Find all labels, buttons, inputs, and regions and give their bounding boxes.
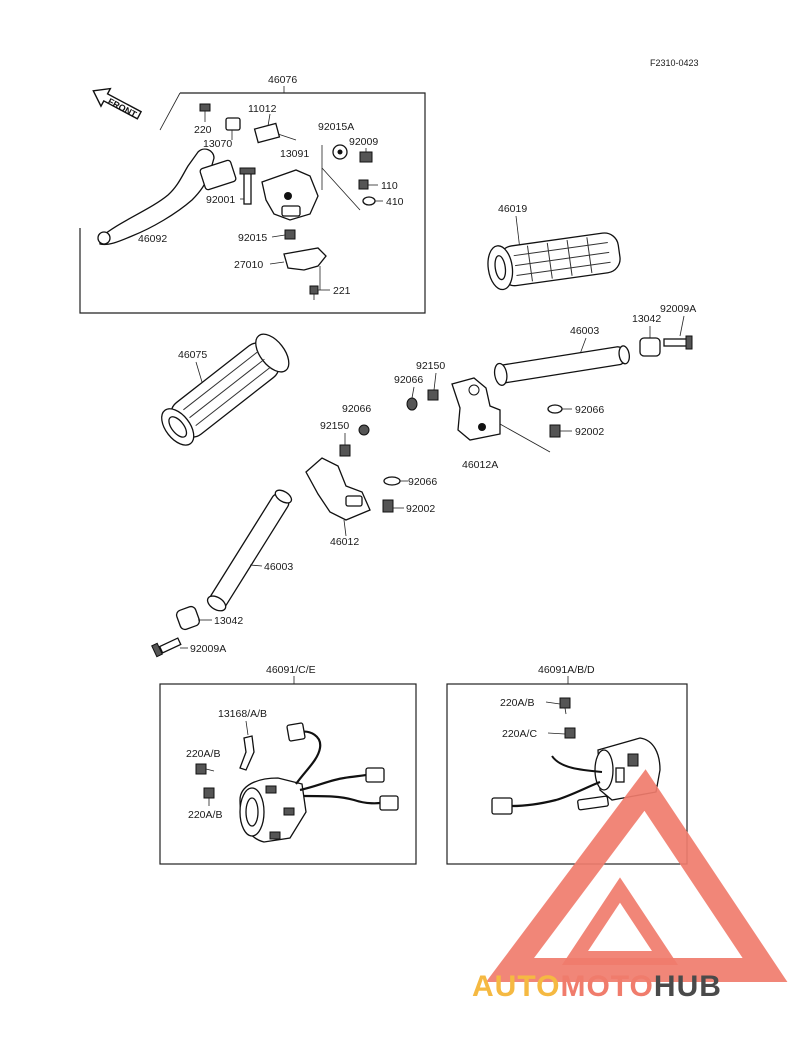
left-handlebar-part — [206, 489, 293, 612]
label-110: 110 — [381, 180, 398, 192]
left-grip-part — [161, 333, 290, 446]
label-13091: 13091 — [280, 148, 309, 160]
label-92066-a: 92066 — [394, 374, 423, 386]
label-92002-mid: 92002 — [406, 503, 435, 515]
label-13070: 13070 — [203, 138, 232, 150]
label-220AC: 220A/C — [502, 728, 537, 740]
label-27010: 27010 — [234, 259, 263, 271]
left-switch-frame — [159, 683, 417, 865]
left-holder-part — [305, 457, 371, 521]
watermark-moto: MOTO — [560, 970, 653, 1003]
label-46012: 46012 — [330, 536, 359, 548]
label-46003-bot: 46003 — [264, 561, 293, 573]
label-92066-d: 92066 — [408, 476, 437, 488]
label-220AB-3: 220A/B — [500, 697, 534, 709]
brake-lever-part — [99, 148, 215, 246]
label-92001: 92001 — [206, 194, 235, 206]
label-46019: 46019 — [498, 203, 527, 215]
label-92066-b: 92066 — [575, 404, 604, 416]
label-92015A: 92015A — [318, 121, 354, 133]
label-92150-top: 92150 — [416, 360, 445, 372]
label-46091ABD: 46091A/B/D — [538, 664, 595, 676]
watermark-hub: HUB — [654, 970, 722, 1003]
label-220AB-1: 220A/B — [186, 748, 220, 760]
label-11012: 11012 — [248, 103, 277, 115]
label-221: 221 — [333, 285, 351, 297]
label-13042-top: 13042 — [632, 313, 661, 325]
label-92015: 92015 — [238, 232, 267, 244]
left-switch-housing-part — [239, 777, 307, 843]
label-46092: 46092 — [138, 233, 167, 245]
label-92009A-top: 92009A — [660, 303, 696, 315]
label-46075: 46075 — [178, 349, 207, 361]
label-220AB-2: 220A/B — [188, 809, 222, 821]
label-92150-mid: 92150 — [320, 420, 349, 432]
label-46076: 46076 — [268, 74, 297, 86]
right-handlebar-part — [493, 345, 630, 386]
svg-text:AUTOMOTOHUB: AUTOMOTOHUB — [472, 970, 722, 1003]
drawing-ref: F2310-0423 — [650, 58, 699, 68]
label-92009A-bot: 92009A — [190, 643, 226, 655]
front-arrow-icon: FRONT — [92, 87, 143, 120]
watermark-logo: AUTOMOTOHUB — [472, 769, 788, 1003]
label-13042-bot: 13042 — [214, 615, 243, 627]
label-46091CE: 46091/C/E — [266, 664, 316, 676]
right-switch-frame — [446, 683, 688, 865]
label-46012A: 46012A — [462, 459, 498, 471]
label-13168: 13168/A/B — [218, 708, 267, 720]
watermark-auto: AUTO — [472, 970, 560, 1003]
label-220: 220 — [194, 124, 212, 136]
label-92066-c: 92066 — [342, 403, 371, 415]
lever-assembly-frame — [79, 92, 426, 314]
label-92002-top: 92002 — [575, 426, 604, 438]
label-92009: 92009 — [349, 136, 378, 148]
right-grip-part — [487, 232, 621, 291]
right-holder-part — [451, 377, 501, 441]
front-label: FRONT — [106, 96, 139, 120]
label-410: 410 — [386, 196, 404, 208]
label-46003-top: 46003 — [570, 325, 599, 337]
switch-part — [283, 247, 327, 271]
